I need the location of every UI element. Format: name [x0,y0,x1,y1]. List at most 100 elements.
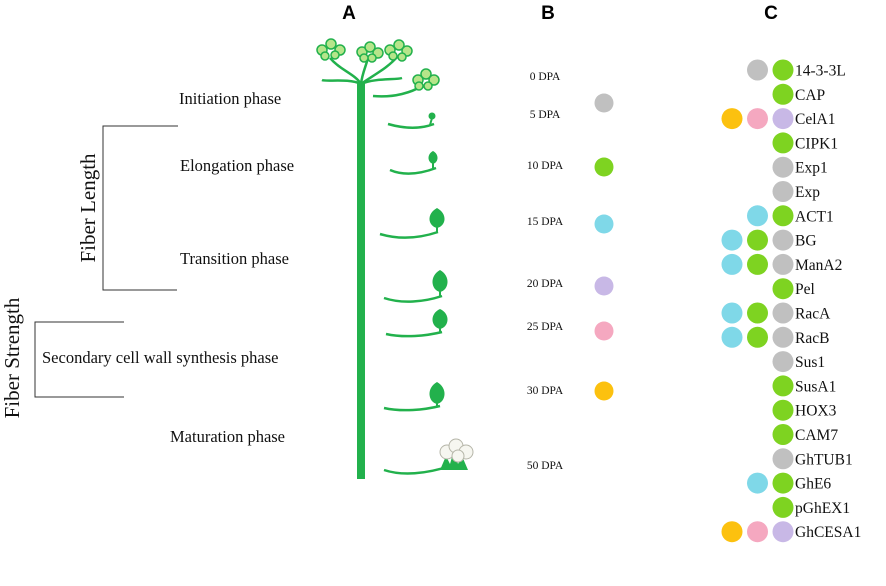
phase-label-elongation: Elongation phase [180,156,294,175]
expression-dot [772,253,794,275]
expression-dot [772,229,794,251]
expression-dot [772,424,794,445]
expression-dot [721,521,743,543]
expression-dot [747,302,768,324]
expression-dot [772,399,794,421]
expression-dot [772,496,794,518]
expression-dot [747,521,768,543]
gene-name: Sus1 [795,354,825,371]
stage-25-branch-icon [385,309,448,338]
expression-dot [772,521,794,543]
gene-name: ManA2 [795,257,842,274]
gene-row: 14-3-3L [747,59,846,81]
gene-name: RacA [795,306,831,323]
gene-row: CAP [772,83,825,105]
fiber-length-label: Fiber Length [76,153,100,263]
gene-name: CAP [795,87,825,104]
gene-row: CIPK1 [772,132,838,154]
expression-dot [772,472,794,494]
stage-color-dot [594,157,614,177]
top-flowers-icon [316,38,413,86]
expression-dot [772,181,794,202]
expression-dot [772,132,794,154]
expression-dot [747,59,768,81]
stage-0-branch-icon [372,68,440,98]
gene-row: GhE6 [747,472,831,494]
gene-row: Sus1 [772,351,825,373]
phase-label-transition: Transition phase [180,249,289,268]
gene-name: GhTUB1 [795,451,853,468]
expression-dot [772,302,794,324]
gene-row: Exp1 [772,156,828,178]
gene-name: pGhEX1 [795,500,850,517]
stage-color-dot [594,321,614,341]
gene-name: HOX3 [795,403,837,420]
gene-row: pGhEX1 [772,496,850,518]
expression-dot [772,326,794,348]
dpa-label: 5 DPA [530,109,561,121]
gene-row: SusA1 [772,375,836,397]
expression-dot [721,229,743,251]
gene-name: CIPK1 [795,135,838,152]
gene-name: CelA1 [795,111,835,128]
expression-dot [772,448,794,470]
gene-row: ManA2 [721,253,842,275]
fiber-length-bracket: Fiber Length [76,125,178,291]
expression-dot [747,472,768,494]
stage-10-branch-icon [389,151,438,175]
phase-label-initiation: Initiation phase [179,89,281,108]
fiber-strength-label: Fiber Strength [0,297,24,418]
gene-row: RacA [721,302,831,324]
gene-name: ACT1 [795,208,834,225]
expression-dot [772,59,794,81]
dpa-label: 0 DPA [530,71,561,83]
gene-name: CAM7 [795,427,838,444]
gene-name: RacB [795,330,829,347]
plant-main-stem [357,83,365,479]
expression-dot [721,302,743,324]
stage-20-branch-icon [383,270,448,303]
stage-color-dot [594,276,614,296]
expression-dot [772,278,794,300]
stage-color-dot [594,381,614,401]
gene-row: HOX3 [772,399,837,421]
gene-name: 14-3-3L [795,63,846,80]
stage-50-open-boll-icon [383,438,474,475]
expression-dot [721,253,743,275]
gene-name: Exp1 [795,160,828,177]
dpa-label: 25 DPA [527,321,564,333]
gene-row: GhCESA1 [721,521,861,543]
dpa-label: 10 DPA [527,160,564,172]
panel-letter-b: B [541,3,555,24]
expression-dot [747,253,768,275]
dpa-label: 20 DPA [527,278,564,290]
expression-dot [721,108,743,130]
stage-5-branch-icon [387,112,436,129]
dpa-label: 30 DPA [527,385,564,397]
gene-name: SusA1 [795,378,836,395]
gene-row: CelA1 [721,108,835,130]
stage-15-branch-icon [379,208,445,239]
gene-row: GhTUB1 [772,448,853,470]
expression-dot [772,83,794,105]
dpa-label: 50 DPA [527,460,564,472]
expression-dot [747,108,768,130]
expression-dot [772,351,794,373]
gene-row: Exp [772,181,820,202]
gene-name: BG [795,233,817,250]
expression-dot [747,229,768,251]
gene-row: RacB [721,326,829,348]
fiber-strength-bracket: Fiber Strength [0,297,124,418]
expression-dot [747,326,768,348]
gene-row: ACT1 [747,205,834,227]
expression-dot [772,375,794,397]
phase-label-secondary-cell-wall: Secondary cell wall synthesis phase [42,348,278,367]
gene-row: Pel [772,278,815,300]
phase-label-maturation: Maturation phase [170,427,285,446]
stage-30-branch-icon [383,382,445,412]
gene-row: CAM7 [772,424,838,445]
gene-name: Pel [795,281,815,298]
panel-letter-c: C [764,3,778,24]
